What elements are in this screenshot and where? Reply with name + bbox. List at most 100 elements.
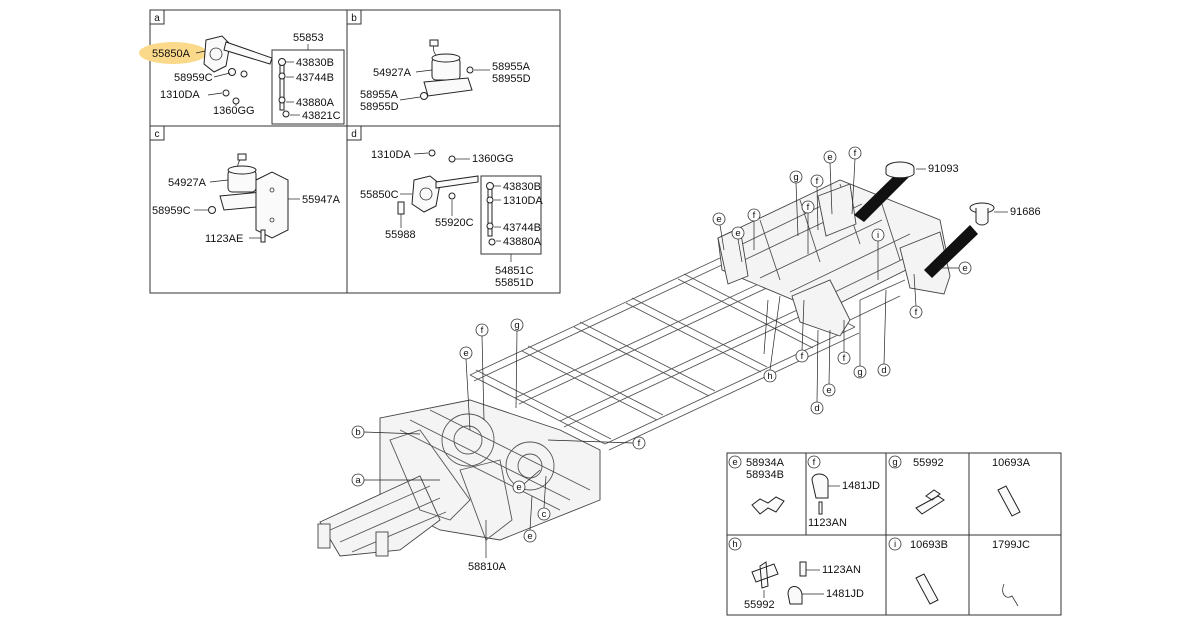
panel-a[interactable]: a 55850A 58959C 1310DA 1360GG 55853 bbox=[139, 9, 345, 125]
legend-i-1799JC[interactable]: 1799JC bbox=[992, 539, 1030, 551]
svg-text:g: g bbox=[514, 320, 519, 331]
svg-text:e: e bbox=[516, 482, 521, 493]
tee-55992-h bbox=[751, 561, 779, 589]
callout-front-h1[interactable]: h bbox=[763, 295, 781, 383]
svg-text:g: g bbox=[793, 172, 798, 183]
svg-text:b: b bbox=[355, 427, 360, 438]
label-58810A[interactable]: 58810A bbox=[468, 561, 507, 573]
label-43830B-d[interactable]: 43830B bbox=[503, 181, 541, 193]
callout-front-e2[interactable]: e bbox=[712, 212, 726, 251]
bracket-55947A bbox=[255, 171, 289, 239]
callout-front-i1[interactable]: i bbox=[871, 228, 885, 280]
legend-f-1481JD[interactable]: 1481JD bbox=[842, 480, 880, 492]
label-54851C[interactable]: 54851C bbox=[495, 265, 534, 277]
label-55853[interactable]: 55853 bbox=[293, 32, 324, 44]
callout-front-f2[interactable]: f bbox=[747, 208, 761, 250]
label-58959C-a[interactable]: 58959C bbox=[174, 72, 213, 84]
label-43744B-a[interactable]: 43744B bbox=[296, 72, 334, 84]
label-43880A-a[interactable]: 43880A bbox=[296, 97, 335, 109]
callout-front-e1[interactable]: e bbox=[823, 150, 837, 215]
callout-rear-e2[interactable]: e bbox=[512, 469, 541, 494]
label-1310DA-a[interactable]: 1310DA bbox=[160, 89, 200, 101]
label-58955A-b-left[interactable]: 58955A bbox=[360, 89, 399, 101]
callout-front-f1[interactable]: f bbox=[848, 146, 862, 215]
label-55850A[interactable]: 55850A bbox=[152, 48, 191, 60]
label-54927A-b[interactable]: 54927A bbox=[373, 67, 412, 79]
label-91093[interactable]: 91093 bbox=[928, 163, 959, 175]
svg-text:g: g bbox=[857, 367, 862, 378]
legend-cell-h[interactable]: h 55992 1123AN 1481JD bbox=[728, 537, 864, 611]
callout-front-g2[interactable]: g bbox=[853, 300, 867, 379]
panel-b[interactable]: b 54927A 58955A 58955D 58955A 58955D bbox=[346, 9, 531, 113]
svg-text:c: c bbox=[542, 509, 547, 520]
label-58955D-b-right[interactable]: 58955D bbox=[492, 73, 531, 85]
label-1310DA-d-right[interactable]: 1310DA bbox=[503, 195, 543, 207]
label-43821C-a[interactable]: 43821C bbox=[302, 110, 341, 122]
legend-h-1481JD[interactable]: 1481JD bbox=[826, 588, 864, 600]
union-fitting bbox=[751, 496, 785, 515]
tube-10693A bbox=[997, 485, 1021, 517]
callout-rear-e3[interactable]: e bbox=[523, 495, 537, 543]
label-54927A-c[interactable]: 54927A bbox=[168, 177, 207, 189]
label-55988[interactable]: 55988 bbox=[385, 229, 416, 241]
svg-text:e: e bbox=[463, 348, 468, 359]
label-1360GG-a[interactable]: 1360GG bbox=[213, 105, 255, 117]
label-43744B-d[interactable]: 43744B bbox=[503, 222, 541, 234]
callout-rear-e1[interactable]: e bbox=[459, 346, 473, 431]
label-43880A-d[interactable]: 43880A bbox=[503, 236, 542, 248]
label-58955A-b-right[interactable]: 58955A bbox=[492, 61, 531, 73]
label-1123AE[interactable]: 1123AE bbox=[205, 233, 243, 245]
legend-table: e 58934A 58934B f 1481JD 1123AN g 55992 … bbox=[726, 452, 1062, 616]
label-55851D[interactable]: 55851D bbox=[495, 277, 534, 289]
label-55947A[interactable]: 55947A bbox=[302, 194, 341, 206]
callout-front-g1[interactable]: g bbox=[789, 170, 803, 237]
callout-front-f7[interactable]: f bbox=[837, 320, 851, 365]
label-1360GG-d[interactable]: 1360GG bbox=[472, 153, 514, 165]
clip-1481JD bbox=[811, 473, 829, 499]
svg-text:f: f bbox=[481, 325, 484, 336]
legend-cell-i[interactable]: i 10693B 1799JC bbox=[888, 537, 1030, 607]
legend-f-1123AN[interactable]: 1123AN bbox=[808, 517, 847, 529]
callout-front-d1[interactable]: d bbox=[877, 289, 891, 377]
callout-front-f5[interactable]: f bbox=[909, 273, 923, 319]
label-1310DA-d-top[interactable]: 1310DA bbox=[371, 149, 411, 161]
label-43830B-a[interactable]: 43830B bbox=[296, 57, 334, 69]
legend-g-10693A[interactable]: 10693A bbox=[992, 457, 1031, 469]
label-55850C[interactable]: 55850C bbox=[360, 189, 399, 201]
panel-c[interactable]: c 54927A 58959C 55947A 1123AE bbox=[149, 125, 341, 245]
callout-front-f8[interactable] bbox=[763, 299, 769, 355]
legend-cell-f[interactable]: f 1481JD 1123AN bbox=[807, 455, 880, 529]
callout-rear-g1[interactable]: g bbox=[510, 318, 524, 409]
panel-d[interactable]: d 1310DA 1360GG 55850C 55988 55920C 43 bbox=[346, 125, 543, 289]
svg-text:f: f bbox=[807, 202, 810, 213]
callout-front-e4[interactable]: e bbox=[938, 261, 972, 275]
legend-e-58934A[interactable]: 58934A bbox=[746, 457, 785, 469]
callout-front-d2[interactable]: d bbox=[810, 329, 824, 415]
svg-text:e: e bbox=[962, 263, 967, 274]
legend-i-10693B[interactable]: 10693B bbox=[910, 539, 948, 551]
callout-front-e5[interactable]: e bbox=[822, 329, 836, 397]
callout-front-e3[interactable]: e bbox=[731, 226, 745, 263]
callout-rear-f1[interactable]: f bbox=[475, 323, 489, 421]
legend-g-55992[interactable]: 55992 bbox=[913, 457, 944, 469]
label-55920C[interactable]: 55920C bbox=[435, 217, 474, 229]
legend-cell-g[interactable]: g 55992 10693A bbox=[888, 455, 1031, 517]
callout-front-f4[interactable]: f bbox=[801, 200, 815, 254]
callout-rear-f2[interactable]: f bbox=[547, 436, 646, 450]
legend-g-letter: g bbox=[892, 457, 897, 468]
legend-e-58934B[interactable]: 58934B bbox=[746, 469, 784, 481]
panel-c-letter: c bbox=[155, 129, 160, 140]
callout-front-f6[interactable]: f bbox=[795, 299, 809, 363]
legend-cell-e[interactable]: e 58934A 58934B bbox=[728, 455, 785, 515]
legend-h-1123AN[interactable]: 1123AN bbox=[822, 564, 861, 576]
label-58955D-b-left[interactable]: 58955D bbox=[360, 101, 399, 113]
callout-rear-a1[interactable]: a bbox=[351, 473, 440, 487]
svg-text:e: e bbox=[826, 385, 831, 396]
callout-rear-c1[interactable]: c bbox=[537, 475, 551, 521]
label-58959C-c[interactable]: 58959C bbox=[152, 205, 191, 217]
callout-front-f3[interactable]: f bbox=[810, 174, 824, 231]
legend-h-55992[interactable]: 55992 bbox=[744, 599, 775, 611]
callout-rear-b1[interactable]: b bbox=[351, 425, 421, 439]
svg-text:d: d bbox=[814, 403, 819, 414]
label-91686[interactable]: 91686 bbox=[1010, 206, 1041, 218]
